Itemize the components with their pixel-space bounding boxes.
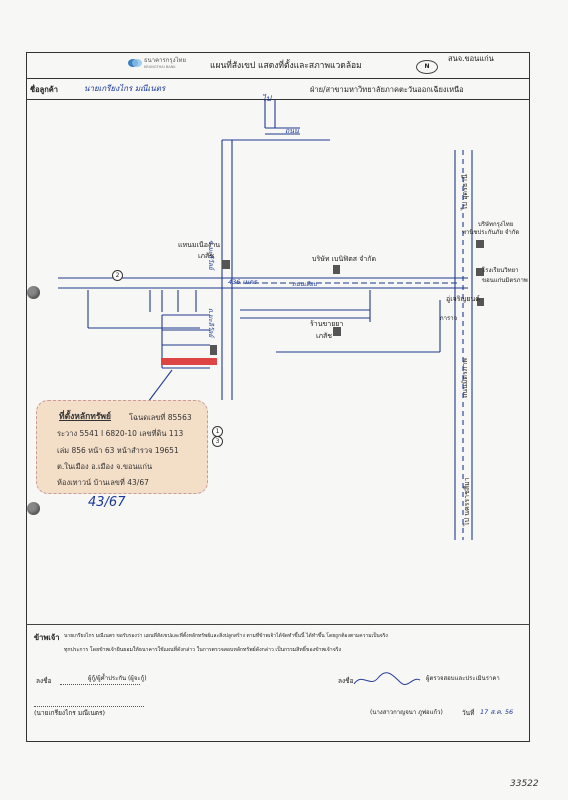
map-label-alley: ถนนเลียบ (292, 281, 317, 288)
map-label-school2: ขอนแก่นมิตรภาพ (482, 277, 528, 284)
callout-title: ที่ตั้งหลักทรัพย์ (59, 412, 111, 422)
customer-row: ชื่อลูกค้า นายเกรียงไกร มณีเนตร ฝ่าย/สาข… (26, 79, 530, 100)
sign-role-left: ผู้กู้/ผู้ค้ำประกัน (ผู้จะกู้) (88, 675, 147, 682)
callout-line2: ระวาง 5541 I 6820-10 เลขที่ดิน 113 (57, 429, 184, 438)
sign-label-left: ลงชื่อ (36, 677, 52, 685)
footer-divider (26, 624, 530, 625)
branch-code: สนจ.ขอนแก่น (448, 54, 494, 63)
map-label-km: 436 เมตร (228, 278, 257, 286)
sign-role-right: ผู้ตรวจสอบและประเมินราคา (426, 675, 500, 682)
map-label-bank-side: บริษัทกรุงไทย (478, 221, 514, 228)
date-label: วันที่ (462, 709, 475, 717)
map-label-north-road: ไป (262, 94, 272, 103)
statement-label: ข้าพเจ้า (34, 633, 60, 642)
header-row: ธนาคารกรุงไทย KRUNGTHAI BANK แผนที่สังเข… (26, 52, 530, 79)
map-label-company: บริษัท เบนิฟิตส จำกัด (312, 255, 377, 263)
map-label-to-south: ไป นครราชสีมา (463, 477, 471, 526)
unit-label: ฝ่าย/สาขา (310, 85, 344, 94)
compass-north-icon: N (416, 60, 438, 74)
map-marker-2: 2 (112, 270, 123, 281)
name-right: (นางสาวกาญจนา ภูพ่อแก้ว) (370, 709, 443, 716)
callout-line5: ห้องเทาวน์ บ้านเลขที่ 43/67 (57, 478, 149, 487)
map-label-to-north: ไป อุดรธานี (461, 174, 469, 210)
map-label-bank-side2: พานิชประกันภัย จำกัด (462, 229, 520, 236)
bank-name-th: ธนาคารกรุงไทย (144, 57, 187, 64)
unit-name: มหาวิทยาลัยภาคตะวันออกเฉียงเหนือ (344, 85, 464, 94)
map-label-house-sub: เภสัช (198, 252, 215, 260)
callout-deed: โฉนดเลขที่ 85563 (129, 413, 192, 422)
name-line-left (34, 706, 144, 707)
map-label-shop2: การาจ (440, 315, 458, 322)
sign-line-left (60, 684, 140, 685)
callout-line4: ต.ในเมือง อ.เมือง จ.ขอนแก่น (57, 462, 153, 471)
map-label-pharm2: เภสัช (316, 332, 333, 340)
map-label-shop: อู่เจริญยนต์ (446, 295, 480, 303)
punch-hole-bottom (27, 502, 40, 515)
map-marker-3: 3 (212, 436, 223, 447)
callout-line3: เล่ม 856 หน้า 63 หน้าสำรวจ 19651 (57, 446, 179, 455)
property-info-callout: ที่ตั้งหลักทรัพย์ โฉนดเลขที่ 85563 ระวาง… (36, 400, 208, 494)
krungthai-logo-icon (128, 59, 142, 67)
map-label-top-street: ถนน (285, 127, 299, 135)
customer-name: นายเกรียงไกร มณีเนตร (84, 84, 166, 93)
signature-right (353, 672, 421, 685)
document-frame (26, 52, 530, 742)
statement-line2: ทุกประการ โดยข้าพเจ้ายินยอมให้ธนาคารใช้แ… (64, 647, 342, 653)
date-value: 17 ส.ค. 56 (480, 708, 514, 716)
property-location-marker (161, 358, 217, 365)
punch-hole-top (27, 286, 40, 299)
map-label-house: แหนมเนืองาน (178, 241, 221, 249)
map-label-lane-vertical-2: ถ.มะลิวัลย์ (207, 308, 215, 338)
bank-name-en: KRUNGTHAI BANK (144, 65, 176, 69)
name-left: (นายเกรียงไกร มณีเนตร) (34, 709, 106, 717)
sign-label-right: ลงชื่อ (338, 677, 354, 685)
map-label-pharm: ร้านขายยา (310, 320, 344, 328)
statement-line1: นายเกรียงไกร มณีเนตร ขอรับรองว่า แผนที่ส… (64, 633, 388, 639)
doc-title: แผนที่สังเขป แสดงที่ตั้งและสภาพแวดล้อม (210, 61, 362, 71)
corner-number: 33522 (510, 779, 539, 789)
customer-label: ชื่อลูกค้า (30, 85, 58, 94)
handwritten-number: 43/67 (88, 495, 126, 510)
map-label-vert-road: ถนนมิตรภาพ (461, 358, 469, 398)
map-label-school: โรงเรียนวิทยา (482, 267, 519, 274)
